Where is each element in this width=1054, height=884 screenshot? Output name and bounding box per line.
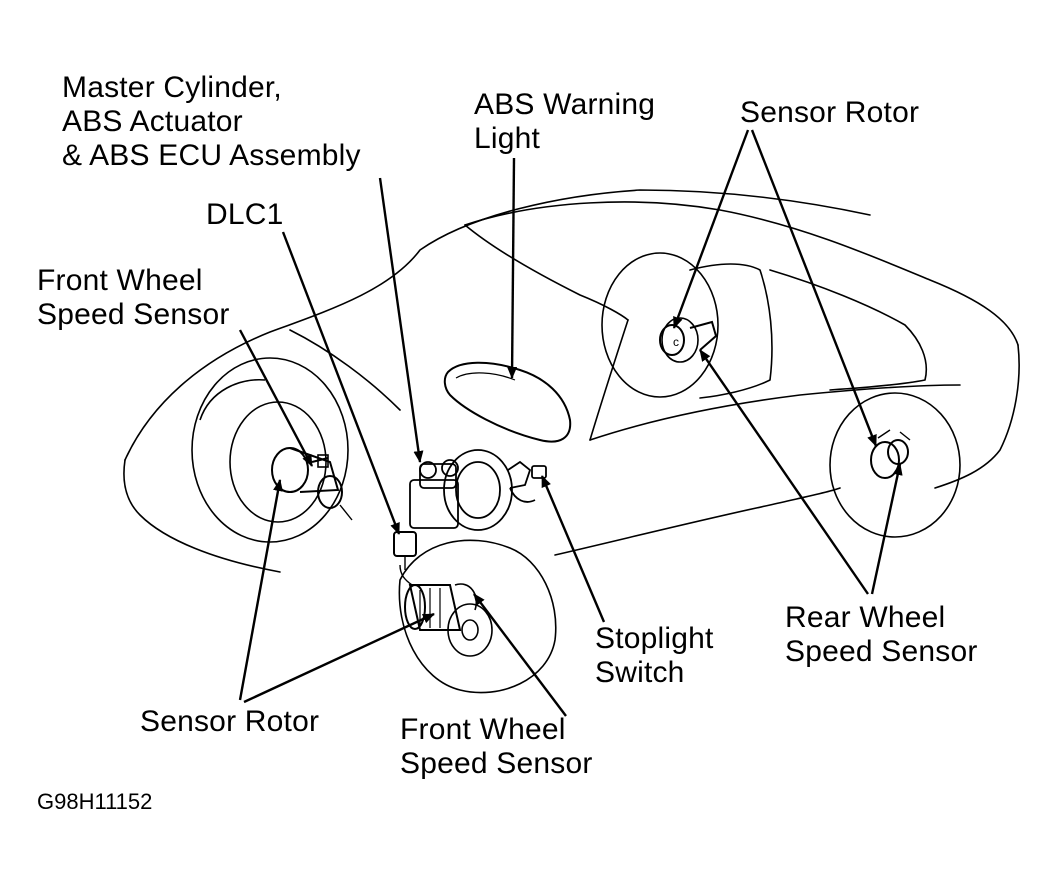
label-abs-warning-light: ABS Warning Light [474, 88, 655, 156]
label-master-cylinder: Master Cylinder, ABS Actuator & ABS ECU … [62, 71, 361, 173]
label-front-wheel-speed-sensor-left: Front Wheel Speed Sensor [37, 264, 230, 332]
label-sensor-rotor-bottom: Sensor Rotor [140, 705, 320, 738]
label-front-wheel-speed-sensor-bottom: Front Wheel Speed Sensor [400, 713, 593, 781]
leader-arrows [238, 129, 903, 717]
arrow-sensor-rotor-rear-left [672, 129, 750, 329]
arrow-dlc1 [281, 231, 401, 535]
label-dlc1: DLC1 [206, 198, 284, 231]
abs-warning-light-lamp [443, 361, 572, 443]
label-abs-warning-light-line1: ABS Warning [474, 88, 656, 121]
label-stoplight-switch-line1: Stoplight [595, 622, 714, 655]
label-front-wheel-speed-sensor-left-line1: Front Wheel [37, 264, 203, 297]
arrow-sensor-rotor-front-left [238, 479, 283, 701]
car-body [123, 189, 1020, 573]
figure-code: G98H11152 [37, 789, 153, 814]
svg-text:c: c [673, 335, 679, 349]
label-front-wheel-speed-sensor-bottom-line2: Speed Sensor [400, 747, 593, 780]
arrow-sensor-rotor-front-right [243, 612, 435, 704]
rear-left-wheel: c [601, 252, 719, 398]
rear-right-wheel [829, 392, 961, 538]
label-front-wheel-speed-sensor-bottom-line1: Front Wheel [400, 713, 566, 746]
arrow-front-sensor-left [238, 329, 314, 467]
label-master-cylinder-line1: Master Cylinder, [62, 71, 282, 104]
front-left-wheel [191, 357, 353, 543]
label-abs-warning-light-line2: Light [474, 122, 541, 155]
front-right-wheel [398, 539, 557, 694]
dlc1-connector [393, 531, 417, 570]
label-rear-wheel-speed-sensor-line2: Speed Sensor [785, 635, 978, 668]
label-stoplight-switch: Stoplight Switch [595, 622, 714, 690]
label-rear-wheel-speed-sensor-line1: Rear Wheel [785, 601, 946, 634]
label-master-cylinder-line2: ABS Actuator [62, 105, 243, 138]
label-rear-wheel-speed-sensor: Rear Wheel Speed Sensor [785, 601, 978, 669]
label-front-wheel-speed-sensor-left-line2: Speed Sensor [37, 298, 230, 331]
label-master-cylinder-line3: & ABS ECU Assembly [62, 139, 361, 172]
arrow-stoplight-switch [540, 475, 606, 623]
arrow-rear-sensor-right [870, 463, 903, 595]
label-stoplight-switch-line2: Switch [595, 656, 685, 689]
label-sensor-rotor-top: Sensor Rotor [740, 96, 920, 129]
arrow-sensor-rotor-rear-right [750, 129, 878, 447]
arrow-master-cylinder [378, 177, 424, 463]
arrow-abs-warning-light [507, 157, 518, 379]
master-cylinder-assembly [409, 449, 547, 531]
arrow-rear-sensor-left [699, 349, 869, 595]
arrow-front-sensor-bottom [473, 593, 567, 717]
